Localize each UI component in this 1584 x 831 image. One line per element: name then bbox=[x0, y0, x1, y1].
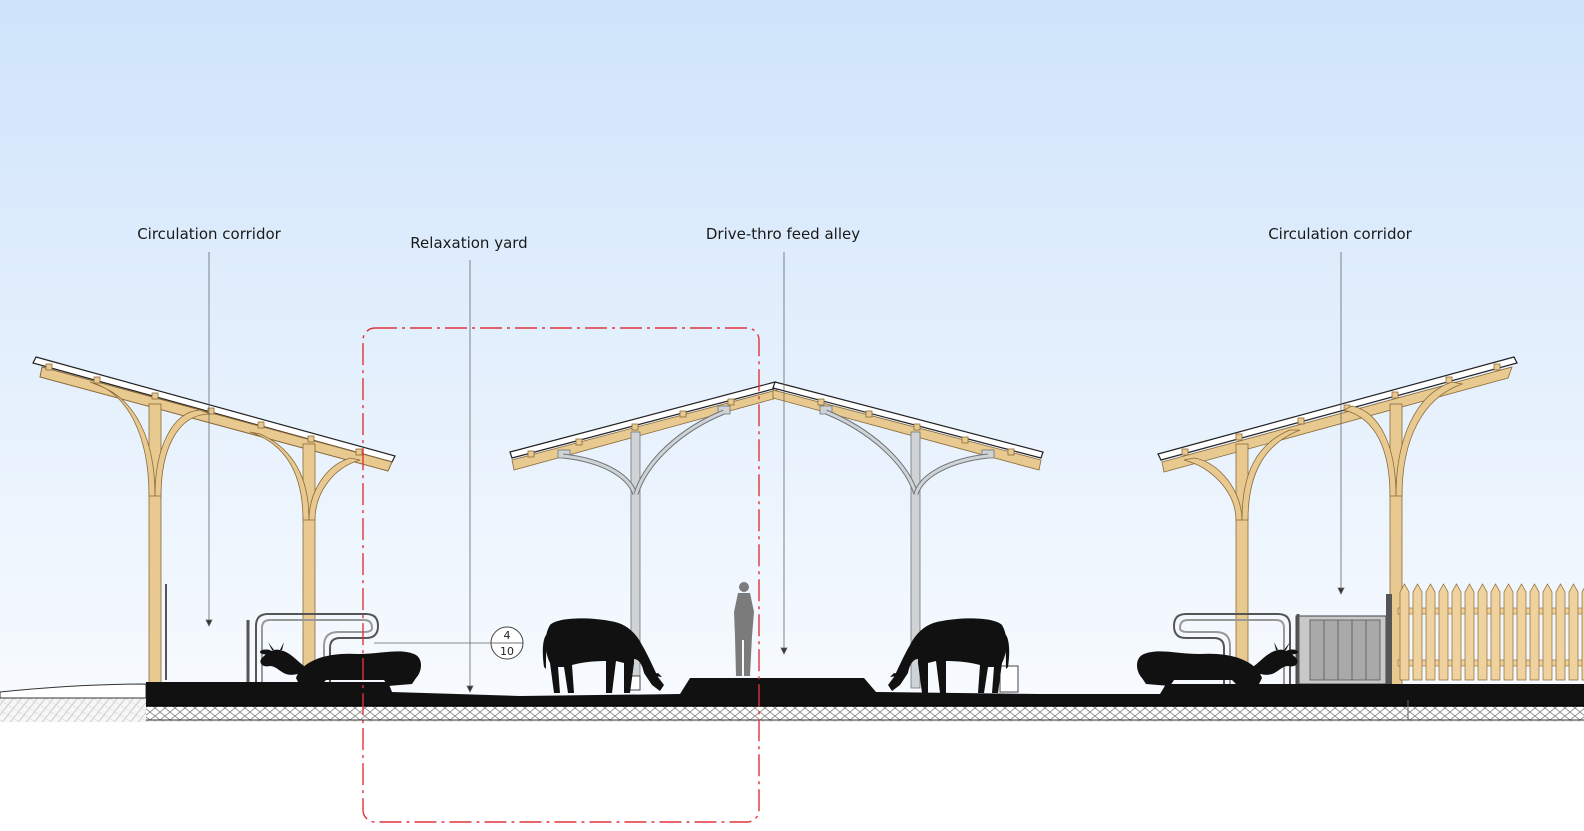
detail-number: 4 bbox=[504, 629, 511, 642]
fence-picket bbox=[1399, 583, 1410, 681]
fence-picket bbox=[1503, 583, 1514, 681]
center-steel-shed bbox=[509, 381, 1044, 689]
fence-picket bbox=[1516, 583, 1527, 681]
below-grade-area bbox=[0, 722, 1584, 831]
fence-picket bbox=[1464, 583, 1475, 681]
label-left-circulation-corridor: Circulation corridor bbox=[137, 225, 281, 243]
fence-picket bbox=[1568, 583, 1579, 681]
label-feed-alley: Drive-thro feed alley bbox=[706, 225, 860, 243]
left-timber-shed bbox=[32, 356, 396, 687]
fence-picket bbox=[1490, 583, 1501, 681]
detail-reference-tag: 4 10 bbox=[490, 626, 524, 660]
timber-fence bbox=[1397, 583, 1584, 681]
ground-section bbox=[0, 678, 1584, 722]
water-trough bbox=[999, 665, 1019, 693]
feed-barrier-left bbox=[165, 584, 380, 686]
steel-gate bbox=[1295, 594, 1392, 686]
fence-picket bbox=[1529, 583, 1540, 681]
fence-picket bbox=[1477, 583, 1488, 681]
leader-lines bbox=[205, 252, 1345, 693]
label-relaxation-yard: Relaxation yard bbox=[410, 234, 527, 252]
fence-picket bbox=[1542, 583, 1553, 681]
fence-picket bbox=[1451, 583, 1462, 681]
label-right-circulation-corridor: Circulation corridor bbox=[1268, 225, 1412, 243]
person-figure bbox=[734, 582, 754, 676]
feed-barrier-right bbox=[1172, 613, 1300, 686]
detail-sheet-number: 10 bbox=[500, 645, 514, 658]
fence-picket bbox=[1425, 583, 1436, 681]
fence-picket bbox=[1438, 583, 1449, 681]
detail-section-box bbox=[362, 327, 760, 823]
fence-picket bbox=[1412, 583, 1423, 681]
fence-picket bbox=[1555, 583, 1566, 681]
right-timber-shed bbox=[1157, 356, 1518, 687]
